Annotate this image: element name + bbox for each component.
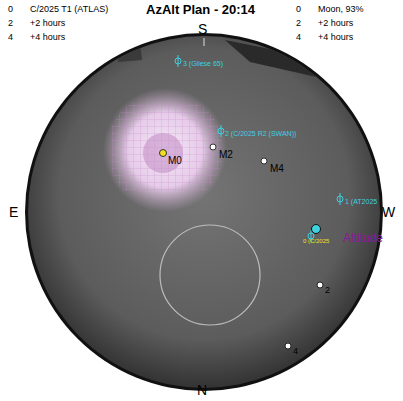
legend-text: Moon, 93% (318, 5, 364, 15)
comet-label: 0 (C/2025 (303, 238, 329, 245)
legend-text: C/2025 T1 (ATLAS) (30, 5, 108, 15)
moon-marker: M0 (168, 155, 182, 166)
target-label: 2 (C/2025 R2 (SWAN)) (225, 130, 296, 138)
moon-marker: M2 (219, 149, 233, 160)
legend-index: 2 (8, 19, 13, 29)
legend-index: 0 (296, 5, 301, 15)
legend-index: 0 (8, 5, 13, 15)
compass-label: W (382, 205, 395, 220)
moon-marker: M4 (270, 163, 284, 174)
legend-text: +2 hours (30, 19, 65, 29)
chart-title: AzAlt Plan - 20:14 (146, 3, 255, 17)
path-label: 4 (293, 347, 298, 357)
legend-text: +4 hours (30, 33, 65, 43)
target-label: 1 (AT2025 (345, 198, 377, 206)
altitude-label: Altitude (343, 232, 383, 245)
legend-index: 4 (8, 33, 13, 43)
compass-label: S (198, 22, 207, 37)
legend-index: 2 (296, 19, 301, 29)
legend-index: 4 (296, 33, 301, 43)
target-label: 3 (Gliese 65) (183, 60, 223, 68)
compass-label: E (9, 205, 18, 220)
path-label: 2 (325, 286, 330, 296)
compass-label: N (197, 383, 207, 398)
legend-text: +4 hours (318, 33, 353, 43)
legend-text: +2 hours (318, 19, 353, 29)
